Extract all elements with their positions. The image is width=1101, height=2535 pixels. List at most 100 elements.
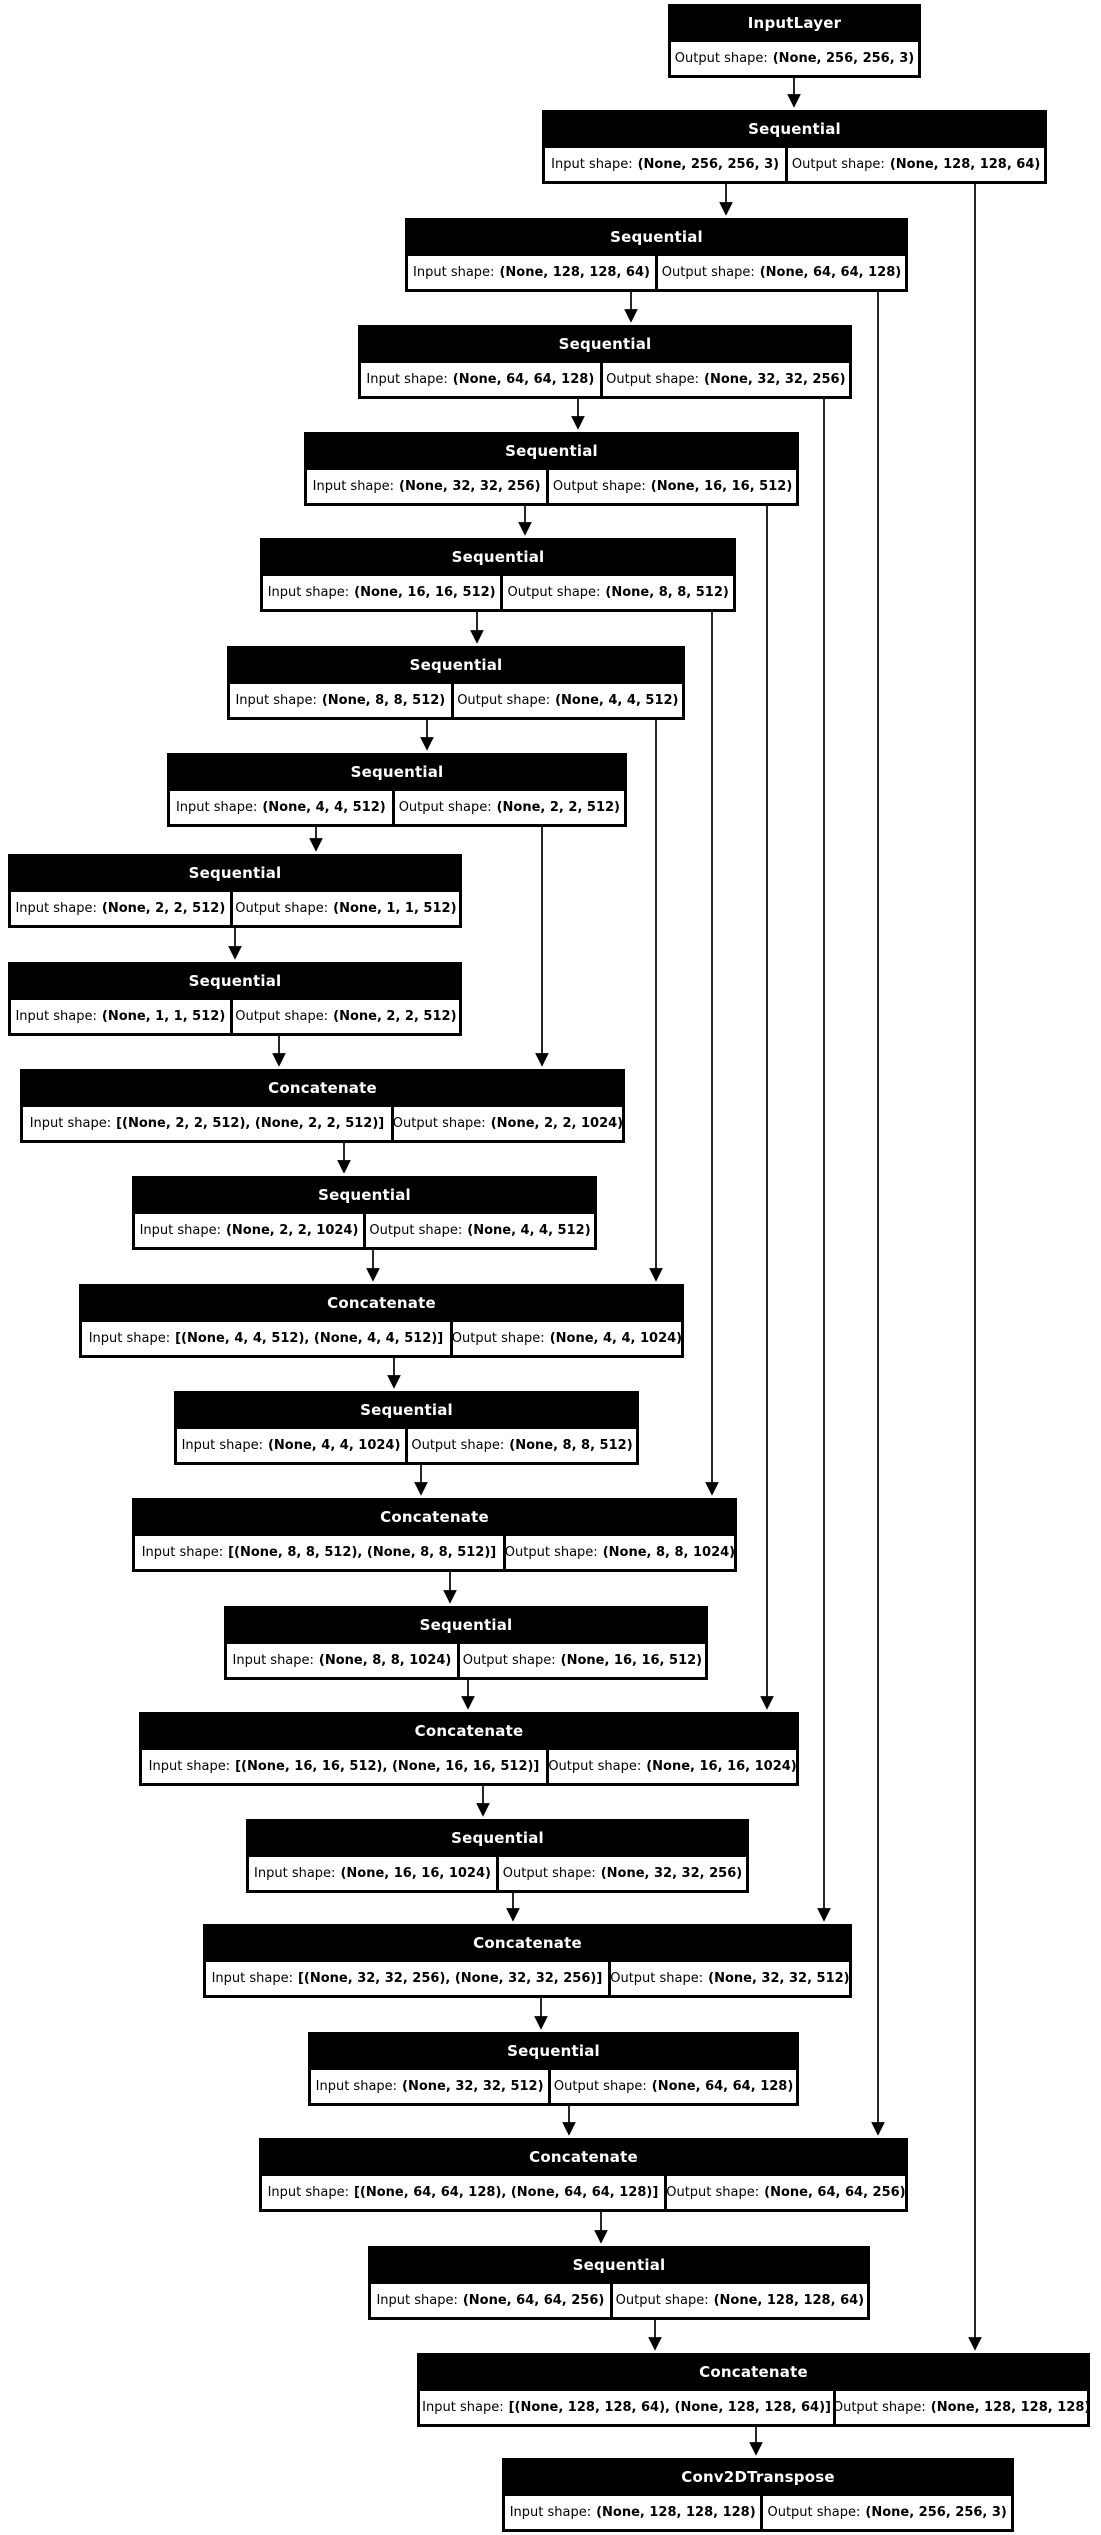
shape-value: (None, 8, 8, 1024): [318, 1653, 452, 1668]
shape-label: Output shape:: [661, 265, 755, 280]
shape-label: Input shape:: [312, 479, 395, 494]
layer-shape-row: Input shape:(None, 8, 8, 1024)Output sha…: [224, 1644, 708, 1680]
shape-cell: Input shape:(None, 64, 64, 256): [371, 2284, 610, 2317]
shape-cell: Input shape:[(None, 2, 2, 512), (None, 2…: [23, 1107, 391, 1140]
layer-shape-row: Input shape:[(None, 32, 32, 256), (None,…: [203, 1962, 852, 1998]
layer-type-label: Sequential: [350, 763, 444, 781]
shape-label: Input shape:: [141, 1545, 224, 1560]
shape-cell: Input shape:[(None, 16, 16, 512), (None,…: [142, 1750, 547, 1783]
shape-cell: Output shape:(None, 128, 128, 128): [836, 2391, 1087, 2424]
shape-value: (None, 8, 8, 512): [321, 693, 446, 708]
shape-value: [(None, 4, 4, 512), (None, 4, 4, 512)]: [175, 1331, 444, 1346]
shape-label: Output shape:: [235, 1009, 329, 1024]
layer-shape-row: Input shape:(None, 2, 2, 1024)Output sha…: [132, 1214, 597, 1250]
shape-value: (None, 16, 16, 512): [560, 1653, 703, 1668]
shape-cell: Input shape:[(None, 32, 32, 256), (None,…: [206, 1962, 608, 1995]
shape-label: Output shape:: [553, 2079, 647, 2094]
shape-value: (None, 32, 32, 512): [708, 1971, 849, 1986]
shape-cell: Output shape:(None, 64, 64, 128): [658, 256, 905, 289]
layer-type-label: Sequential: [558, 335, 652, 353]
shape-label: Input shape:: [422, 2400, 504, 2415]
shape-value: (None, 32, 32, 256): [600, 1866, 743, 1881]
shape-value: (None, 8, 8, 512): [605, 585, 729, 600]
layer-node-concat-4: Concatenate Input shape:[(None, 16, 16, …: [139, 1712, 799, 1786]
layer-type-label: Sequential: [188, 972, 282, 990]
shape-cell: Output shape:(None, 256, 256, 3): [671, 42, 918, 75]
shape-value: (None, 64, 64, 128): [452, 372, 595, 387]
shape-cell: Output shape:(None, 8, 8, 1024): [505, 1536, 734, 1569]
shape-value: (None, 2, 2, 512): [333, 1009, 457, 1024]
layer-node-concat-3: Concatenate Input shape:[(None, 8, 8, 51…: [132, 1498, 737, 1572]
layer-node-seq-up-5: Sequential Input shape:(None, 16, 16, 10…: [246, 1819, 749, 1893]
shape-label: Input shape:: [88, 1331, 171, 1346]
shape-value: (None, 32, 32, 256): [399, 479, 541, 494]
shape-label: Input shape:: [267, 585, 350, 600]
layer-type-label: Concatenate: [380, 1508, 489, 1526]
shape-label: Output shape:: [666, 2185, 760, 2200]
shape-label: Input shape:: [29, 1116, 112, 1131]
shape-label: Input shape:: [175, 800, 258, 815]
layer-type-label: Sequential: [318, 1186, 411, 1204]
shape-value: (None, 128, 128, 128): [930, 2400, 1087, 2415]
shape-value: (None, 64, 64, 256): [462, 2293, 605, 2308]
shape-cell: Output shape:(None, 16, 16, 512): [549, 470, 796, 503]
shape-cell: Output shape:(None, 8, 8, 512): [408, 1429, 636, 1462]
shape-cell: Input shape: (None, 64, 64, 128): [361, 363, 600, 396]
shape-label: Input shape:: [315, 2079, 398, 2094]
shape-cell: Input shape:(None, 2, 2, 1024): [135, 1214, 363, 1247]
shape-value: (None, 32, 32, 256): [704, 372, 846, 387]
shape-value: (None, 128, 128, 128): [596, 2505, 756, 2520]
shape-label: Input shape:: [551, 157, 633, 172]
layer-type-label: Concatenate: [268, 1079, 377, 1097]
shape-cell: Input shape:(None, 128, 128, 128): [505, 2496, 761, 2529]
shape-cell: Input shape:(None, 8, 8, 512): [230, 684, 451, 717]
layer-node-seq-up-4: Sequential Input shape: (None, 8, 8, 1024…: [224, 1606, 708, 1680]
layer-shape-row: Input shape:[(None, 2, 2, 512), (None, 2…: [20, 1107, 625, 1143]
layer-shape-row: Output shape:(None, 256, 256, 3): [668, 42, 921, 78]
layer-node-seq-up-3: Sequential Input shape:(None, 4, 4, 1024…: [174, 1391, 639, 1465]
shape-value: (None, 128, 128, 64): [713, 2293, 865, 2308]
shape-value: (None, 16, 16, 1024): [340, 1866, 491, 1881]
layer-type-label: Sequential: [748, 120, 841, 138]
layer-node-seq-down-2: Sequential Input shape:(None, 128, 128, …: [405, 218, 908, 292]
shape-value: (None, 2, 2, 1024): [225, 1223, 359, 1238]
shape-cell: Input shape: (None, 4, 4, 512): [170, 791, 392, 824]
shape-value: (None, 4, 4, 512): [262, 800, 386, 815]
shape-value: (None, 256, 256, 3): [637, 157, 780, 172]
shape-label: Input shape:: [181, 1438, 263, 1453]
shape-label: Output shape:: [610, 1971, 704, 1986]
shape-value: [(None, 16, 16, 512), (None, 16, 16, 512…: [235, 1759, 540, 1774]
layer-node-concat-6: Concatenate Input shape:[(None, 64, 64, …: [259, 2138, 908, 2212]
layer-type-label: Sequential: [360, 1401, 453, 1419]
shape-label: Output shape:: [606, 372, 700, 387]
shape-label: Output shape:: [398, 800, 492, 815]
shape-label: Input shape:: [232, 1653, 314, 1668]
shape-cell: Input shape:(None, 32, 32, 512): [311, 2070, 549, 2103]
shape-value: (None, 4, 4, 1024): [549, 1331, 681, 1346]
layer-shape-row: Input shape:(None, 2, 2, 512)Output shap…: [8, 892, 462, 928]
layer-type-label: Conv2DTranspose: [681, 2468, 835, 2486]
shape-label: Output shape:: [457, 693, 551, 708]
shape-label: Output shape:: [791, 157, 885, 172]
layer-type-label: Sequential: [507, 2042, 600, 2060]
layer-type-label: Concatenate: [699, 2363, 808, 2381]
shape-cell: Output shape:(None, 4, 4, 512): [366, 1214, 594, 1247]
layer-type-label: Concatenate: [473, 1934, 582, 1952]
shape-label: Input shape:: [15, 901, 97, 916]
shape-cell: Output shape: (None, 2, 2, 512): [394, 791, 624, 824]
layer-type-label: Sequential: [451, 1829, 544, 1847]
shape-label: Output shape:: [767, 2505, 861, 2520]
shape-cell: Input shape: (None, 8, 8, 1024): [227, 1644, 457, 1677]
layer-type-label: Sequential: [419, 1616, 513, 1634]
shape-cell: Input shape:[(None, 8, 8, 512), (None, 8…: [135, 1536, 503, 1569]
layer-node-seq-down-8: Sequential Input shape:(None, 2, 2, 512)…: [8, 854, 462, 928]
layer-shape-row: Input shape: (None, 32, 32, 256) Output sh…: [304, 470, 799, 506]
layer-type-label: Concatenate: [529, 2148, 638, 2166]
layer-shape-row: Input shape: (None, 64, 64, 128) Output sh…: [358, 363, 852, 399]
shape-value: (None, 2, 2, 512): [496, 800, 620, 815]
shape-cell: Output shape:(None, 4, 4, 1024): [452, 1322, 681, 1355]
shape-label: Input shape:: [366, 372, 448, 387]
shape-cell: Output shape:(None, 64, 64, 128): [551, 2070, 796, 2103]
shape-value: (None, 128, 128, 64): [499, 265, 650, 280]
shape-label: Output shape:: [674, 51, 768, 66]
